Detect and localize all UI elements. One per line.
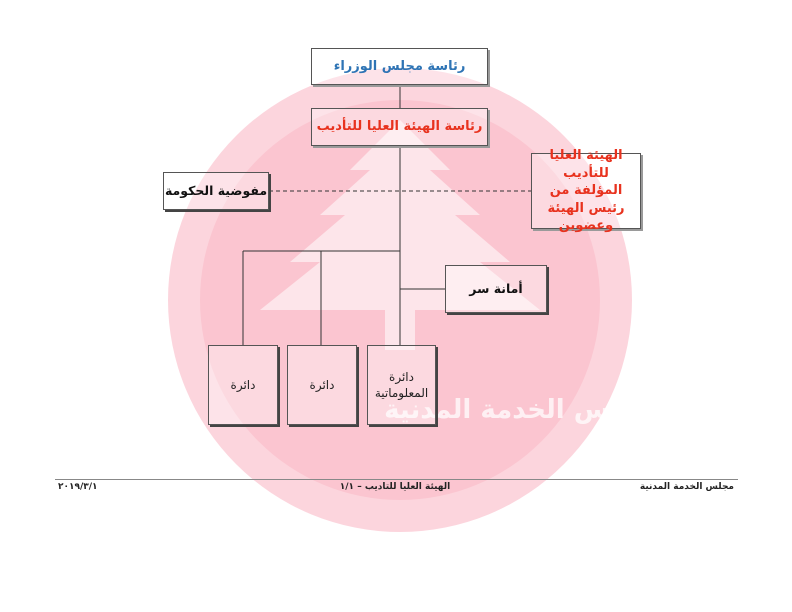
authority-line-1: الهيئة العليا للتأديب — [549, 148, 623, 181]
board-presidency-box: رئاسة الهيئة العليا للتأديب — [311, 108, 488, 146]
dept-informatics-line-1: دائرة — [389, 369, 414, 384]
dept-informatics-box: دائرة المعلوماتية — [367, 345, 436, 425]
government-commission-label: مفوضية الحكومة — [164, 182, 268, 198]
dept-1-box: دائرة — [208, 345, 278, 425]
government-commission-box: مفوضية الحكومة — [163, 172, 269, 210]
footer-date: ٢٠١٩/٣/١ — [58, 482, 98, 492]
dept-2-label: دائرة — [309, 377, 335, 392]
dept-2-box: دائرة — [287, 345, 357, 425]
dept-informatics-label: دائرة المعلوماتية — [375, 369, 428, 401]
council-presidency-label: رئاسة مجلس الوزراء — [333, 58, 466, 74]
disciplinary-authority-label: الهيئة العليا للتأديب المؤلفة من رئيس ال… — [532, 147, 640, 235]
dept-1-label: دائرة — [230, 377, 256, 392]
secretariat-box: أمانة سر — [445, 265, 547, 313]
dept-informatics-line-2: المعلوماتية — [374, 386, 429, 400]
secretariat-label: أمانة سر — [469, 280, 523, 296]
footer-divider — [55, 479, 738, 480]
disciplinary-authority-box: الهيئة العليا للتأديب المؤلفة من رئيس ال… — [531, 148, 641, 233]
authority-line-3: وعضوين — [558, 218, 614, 234]
footer-org-name: مجلس الخدمة المدنية — [639, 482, 734, 492]
authority-line-2: المؤلفة من رئيس الهيئة — [547, 183, 625, 216]
council-presidency-box: رئاسة مجلس الوزراء — [311, 48, 488, 85]
footer-page-title: الهيئة العليا للتاديب – ١/١ — [339, 482, 451, 492]
board-presidency-label: رئاسة الهيئة العليا للتأديب — [316, 119, 483, 135]
